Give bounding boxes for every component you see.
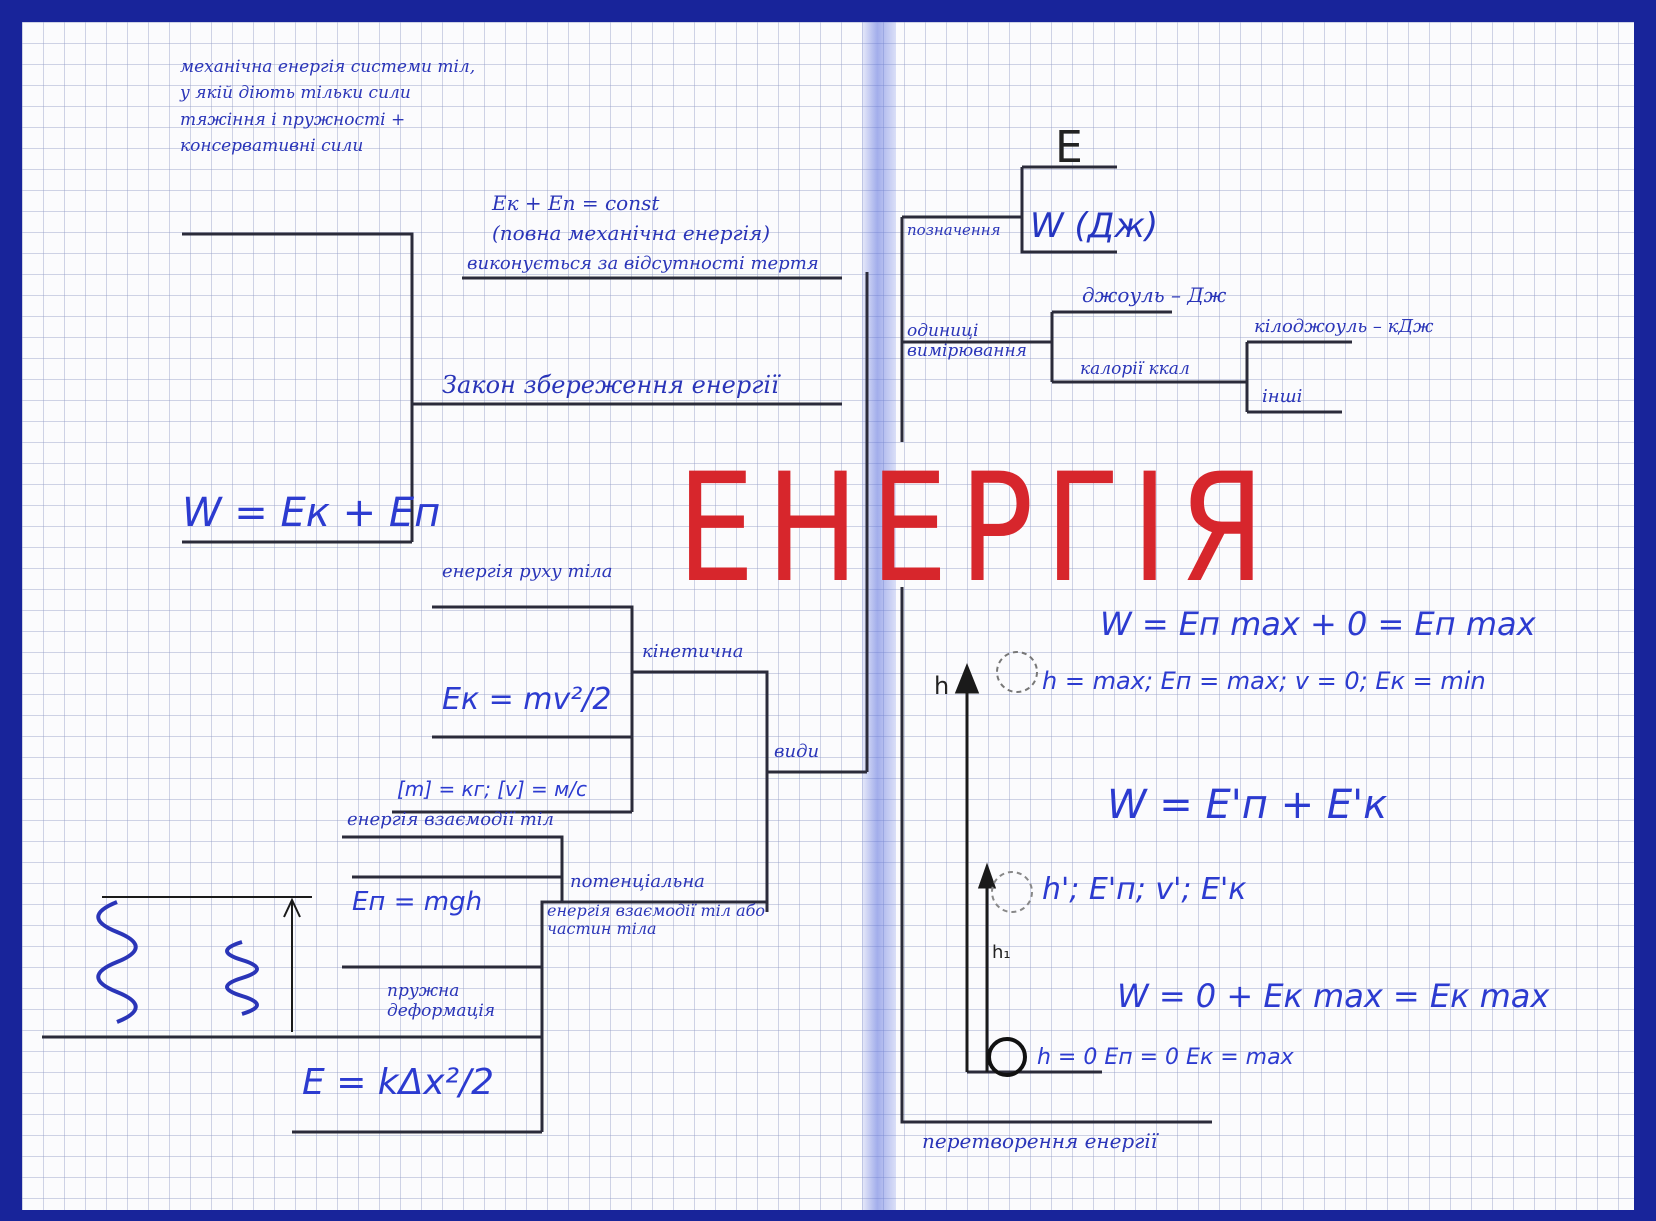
potential-gravity-formula: Eп = mgh xyxy=(352,887,483,917)
unit-kcal: калорії ккал xyxy=(1080,359,1190,379)
graph-paper-spread: механічна енергія системи тіл, у якій ді… xyxy=(22,22,1634,1210)
top-state: h = max; Eп = max; v = 0; Eк = min xyxy=(1042,667,1486,695)
designation-label: позначення xyxy=(907,221,1001,239)
mid-state: h'; E'п; v'; E'к xyxy=(1042,872,1247,907)
line-definition xyxy=(182,232,414,542)
kinetic-definition: енергія руху тіла xyxy=(442,561,613,582)
unit-joule: джоуль – Дж xyxy=(1082,283,1227,307)
mid-formula: W = E'п + E'к xyxy=(1107,782,1388,828)
spring-formula: E = kΔx²/2 xyxy=(302,1062,495,1103)
tree-symbol: E xyxy=(1055,122,1083,173)
definition-text: механічна енергія системи тіл, у якій ді… xyxy=(180,57,476,157)
potential-definition: енергія взаємодії тіл xyxy=(347,809,554,830)
spring-relaxed xyxy=(96,900,138,1024)
top-formula: W = Eп max + 0 = Eп max xyxy=(1100,605,1536,643)
bottom-formula: W = 0 + Eк max = Eк max xyxy=(1117,977,1550,1015)
potential-caption: енергія взаємодії тіл або частин тіла xyxy=(547,901,765,939)
transformation-label: перетворення енергії xyxy=(922,1129,1158,1153)
ball-mid xyxy=(991,871,1033,913)
unit-kj: кілоджоуль – кДж xyxy=(1254,316,1434,337)
total-energy-formula: W = Eк + Eп xyxy=(182,490,441,536)
line-tree-w xyxy=(1020,167,1117,254)
deformation-label: пружна деформація xyxy=(387,981,496,1021)
bottom-state: h = 0 Eп = 0 Eк = max xyxy=(1037,1045,1294,1070)
note-line-2: (повна механічна енергія) xyxy=(492,221,771,245)
line-transformation xyxy=(900,587,1212,1124)
line-kinetic-branch xyxy=(632,670,769,912)
units-label: одиниці вимірювання xyxy=(907,321,1027,361)
ball-bottom xyxy=(987,1037,1027,1077)
height-mid-arrow-head xyxy=(977,862,997,889)
spring-compressed xyxy=(225,940,259,1016)
line-kinetic-top xyxy=(432,605,634,812)
mind-map-lines xyxy=(42,165,1352,1134)
note-line-3: виконується за відсутності тертя xyxy=(467,253,819,274)
kinetic-formula: Eк = mv²/2 xyxy=(442,682,612,717)
kinetic-label: кінетична xyxy=(642,641,744,662)
height-arrow-head xyxy=(954,662,980,694)
page-title: ЕНЕРГІЯ xyxy=(677,442,1277,616)
height-mid-label: h₁ xyxy=(992,942,1011,963)
height-label: h xyxy=(934,672,950,700)
ball-top xyxy=(996,651,1038,693)
kinetic-units: [m] = кг; [v] = м/с xyxy=(397,777,587,801)
conservation-note: Закон збереження енергії xyxy=(442,371,779,399)
types-label: види xyxy=(774,741,820,762)
potential-label: потенціальна xyxy=(570,871,705,892)
note-line-1: Ек + Еп = const xyxy=(492,191,660,215)
unit-other: інші xyxy=(1262,386,1303,407)
tree-unit: W (Дж) xyxy=(1030,206,1159,246)
